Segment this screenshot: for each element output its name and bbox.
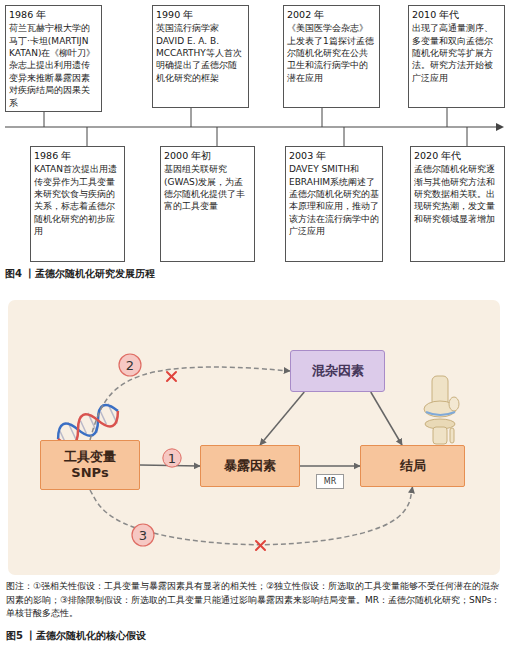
cross-stroke [256, 541, 265, 550]
tick-line [87, 127, 88, 146]
circle-shape [163, 449, 181, 467]
node-body: 基因组关联研究(GWAS)发展，为孟德尔随机化提供了丰富的工具变量 [164, 163, 251, 213]
ligament-shape [426, 412, 455, 415]
tick-line [217, 127, 218, 146]
circle-shape [119, 354, 141, 376]
axis-line [5, 126, 497, 127]
dna-rung [88, 413, 97, 433]
tick-line [191, 108, 192, 127]
dna-rung [108, 404, 117, 424]
figure-panel [8, 300, 500, 575]
arrow-connector [260, 392, 304, 445]
node-body: 《美国医学会杂志》上发表了1篇探讨孟德尔随机化研究在公共卫生和流行病学中的潜在应… [287, 22, 376, 84]
figure-caption: 图5 丨孟德尔随机化的核心假设 [6, 629, 406, 643]
tick-line [322, 108, 323, 127]
node-heading: 2002 年 [287, 8, 376, 21]
cross-stroke [167, 372, 176, 381]
cross-mark [167, 372, 176, 381]
arrow-connector [371, 392, 402, 445]
node-body: 英国流行病学家DAVID E. A. B. MCCARTHY等人首次明确提出了孟… [156, 22, 245, 84]
dna-rung [100, 411, 106, 424]
figure-caption: 图4 丨孟德尔随机化研究发展历程 [5, 267, 405, 281]
instrument-box: 工具变量 SNPs [40, 440, 140, 490]
node-heading: 1986 年 [9, 8, 98, 21]
node-body: 出现了高通量测序、多变量和双向孟德尔随机化研究等扩展方法。研究方法开始被广泛应用 [412, 22, 501, 84]
outcome-box: 结局 [360, 445, 465, 487]
knee-icon [424, 376, 459, 444]
node-body: 荷兰瓦赫宁根大学的马丁·卡坦(MARTIJN KATAN)在《柳叶刀》杂志上提出… [9, 22, 98, 109]
callout-number: 2 [118, 353, 142, 377]
timeline-axis [5, 108, 504, 146]
fibula-shape [450, 428, 454, 443]
callout-number: 1 [162, 448, 182, 468]
patella-shape [449, 397, 459, 411]
node-heading: 1 [168, 451, 176, 466]
node-heading: 2 [126, 358, 134, 373]
timeline-event-box: 1986 年荷兰瓦赫宁根大学的马丁·卡坦(MARTIJN KATAN)在《柳叶刀… [5, 5, 102, 112]
timeline-event-box: 1986 年KATAN首次提出用遗传变异作为工具变量来研究饮食与疾病的关系，标志… [30, 146, 125, 262]
confounder-box: 混杂因素 [290, 350, 385, 392]
node-heading: MR [324, 477, 336, 486]
node-heading: 2003 年 [289, 149, 379, 162]
tick-line [467, 127, 468, 146]
figure-note: 图注：①强相关性假设：工具变量与暴露因素具有显著的相关性；②独立性假设：所选取的… [6, 580, 503, 621]
tick-line [447, 108, 448, 127]
dashed-arrow [90, 367, 290, 440]
node-heading: 混杂因素 [312, 362, 364, 380]
tibia-plateau [425, 419, 455, 429]
node-heading: 1986 年 [34, 149, 121, 162]
dna-rung [81, 421, 87, 434]
timeline-event-box: 2000 年初基因组关联研究(GWAS)发展，为孟德尔随机化提供了丰富的工具变量 [160, 146, 255, 262]
node-body: 孟德尔随机化研究逐渐与其他研究方法和研究数据相关联。出现研究热潮，发文量和研究领… [414, 163, 501, 225]
cross-stroke [256, 541, 265, 550]
node-heading: 暴露因素 [224, 457, 276, 475]
femur-condyle [424, 401, 456, 417]
tick-line [344, 127, 345, 146]
timeline-event-box: 2020 年代孟德尔随机化研究逐渐与其他研究方法和研究数据相关联。出现研究热潮，… [410, 146, 505, 262]
method-tag: MR [316, 474, 344, 489]
node-body: DAVEY SMITH和EBRAHIM系统阐述了孟德尔随机化研究的基本原理和应用… [289, 163, 379, 237]
tibia-shape [433, 427, 447, 444]
timeline-event-box: 2003 年DAVEY SMITH和EBRAHIM系统阐述了孟德尔随机化研究的基… [285, 146, 383, 262]
timeline-event-box: 2002 年《美国医学会杂志》上发表了1篇探讨孟德尔随机化研究在公共卫生和流行病… [283, 5, 380, 108]
callout-number: 3 [131, 523, 155, 547]
timeline-event-box: 2010 年代出现了高通量测序、多变量和双向孟德尔随机化研究等扩展方法。研究方法… [408, 5, 505, 108]
timeline-event-box: 1990 年英国流行病学家DAVID E. A. B. MCCARTHY等人首次… [152, 5, 249, 108]
femur-shape [432, 376, 448, 406]
node-body: KATAN首次提出用遗传变异作为工具变量来研究饮食与疾病的关系，标志着孟德尔随机… [34, 163, 121, 237]
node-heading: 2000 年初 [164, 149, 251, 162]
node-heading: 2010 年代 [412, 8, 501, 21]
arrow-connector [300, 465, 360, 467]
cross-mark [256, 541, 265, 550]
node-heading: 3 [139, 528, 147, 543]
exposure-box: 暴露因素 [200, 445, 300, 487]
node-heading: 2020 年代 [414, 149, 501, 162]
cross-stroke [167, 372, 176, 381]
node-heading: 工具变量 SNPs [57, 449, 123, 482]
node-heading: 1990 年 [156, 8, 245, 21]
axis-arrowhead [496, 123, 504, 131]
circle-shape [132, 524, 154, 546]
node-heading: 结局 [400, 457, 426, 475]
